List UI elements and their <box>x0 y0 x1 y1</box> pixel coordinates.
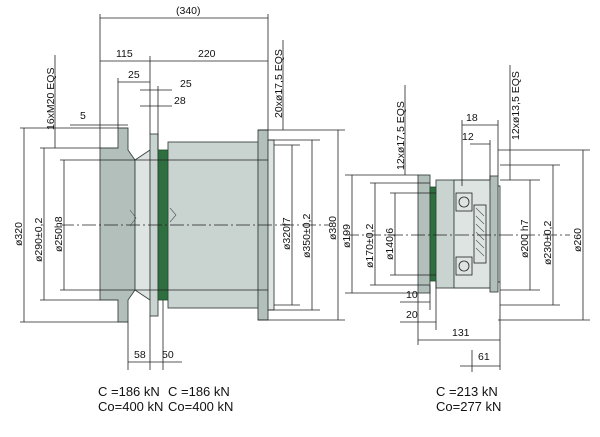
bearing-top <box>455 192 473 212</box>
dim-20: 20 <box>406 309 418 321</box>
dim-199: ø199 <box>341 224 353 248</box>
bolt-20x175: 20xø17,5 EQS <box>273 49 285 118</box>
left-rating-2-co: Co=400 kN <box>168 399 233 414</box>
dim-10: 10 <box>406 289 418 301</box>
left-rating-1-c: C =186 kN <box>98 384 160 399</box>
dim-290: ø290±0,2 <box>33 218 45 262</box>
dim-12: 12 <box>462 131 474 143</box>
bearing-ball-bottom <box>458 260 470 272</box>
bolt-12x135: 12xø13,5 EQS <box>510 71 522 140</box>
right-view: ø199 ø170±0,2 ø140j6 12xø17,5 EQS 18 12 … <box>341 65 590 414</box>
dim-5: 5 <box>80 110 86 122</box>
dim-170: ø170±0,2 <box>364 224 376 268</box>
dim-350: ø350±0,2 <box>301 214 313 258</box>
right-rating-co: Co=277 kN <box>436 399 501 414</box>
bearing-spacer <box>473 204 487 264</box>
left-rating-1-co: Co=400 kN <box>98 399 163 414</box>
dim-25b: 25 <box>180 78 192 90</box>
dim-250: ø250h8 <box>53 216 65 252</box>
bearing-hatch <box>475 207 485 257</box>
dim-18: 18 <box>466 112 478 124</box>
bearing-bottom <box>455 256 473 276</box>
dim-340: (340) <box>176 5 201 17</box>
dim-140: ø140j6 <box>384 228 396 260</box>
dim-50: 50 <box>162 349 174 361</box>
right-green-plate <box>429 186 437 282</box>
dim-61: 61 <box>478 351 490 363</box>
dim-25a: 25 <box>128 69 140 81</box>
dim-200: ø200 h7 <box>519 219 531 258</box>
bolt-16xm20: 16xM20 EQS <box>45 68 57 130</box>
bearing-ball-top <box>458 196 470 208</box>
bolt-12x175: 12xø17,5 EQS <box>395 101 407 170</box>
dim-28: 28 <box>174 95 186 107</box>
dim-115: 115 <box>116 48 133 60</box>
dim-260: ø260 <box>572 228 584 252</box>
dim-58: 58 <box>134 349 146 361</box>
dim-230: ø230±0,2 <box>542 221 554 265</box>
left-break-mark <box>169 207 177 223</box>
dim-320f7: ø320f7 <box>281 217 293 250</box>
left-rating-2-c: C =186 kN <box>168 384 230 399</box>
dim-320: ø320 <box>13 222 25 246</box>
dim-380: ø380 <box>327 216 339 240</box>
right-outer-ring <box>489 175 499 293</box>
right-hub <box>435 179 455 289</box>
dim-131: 131 <box>452 327 470 339</box>
right-rating-c: C =213 kN <box>436 384 498 399</box>
dim-220: 220 <box>198 48 216 60</box>
left-break-mark-2 <box>129 209 137 227</box>
left-view: (340) 115 220 25 25 28 5 ø320f7 ø350±0,2… <box>13 5 345 414</box>
